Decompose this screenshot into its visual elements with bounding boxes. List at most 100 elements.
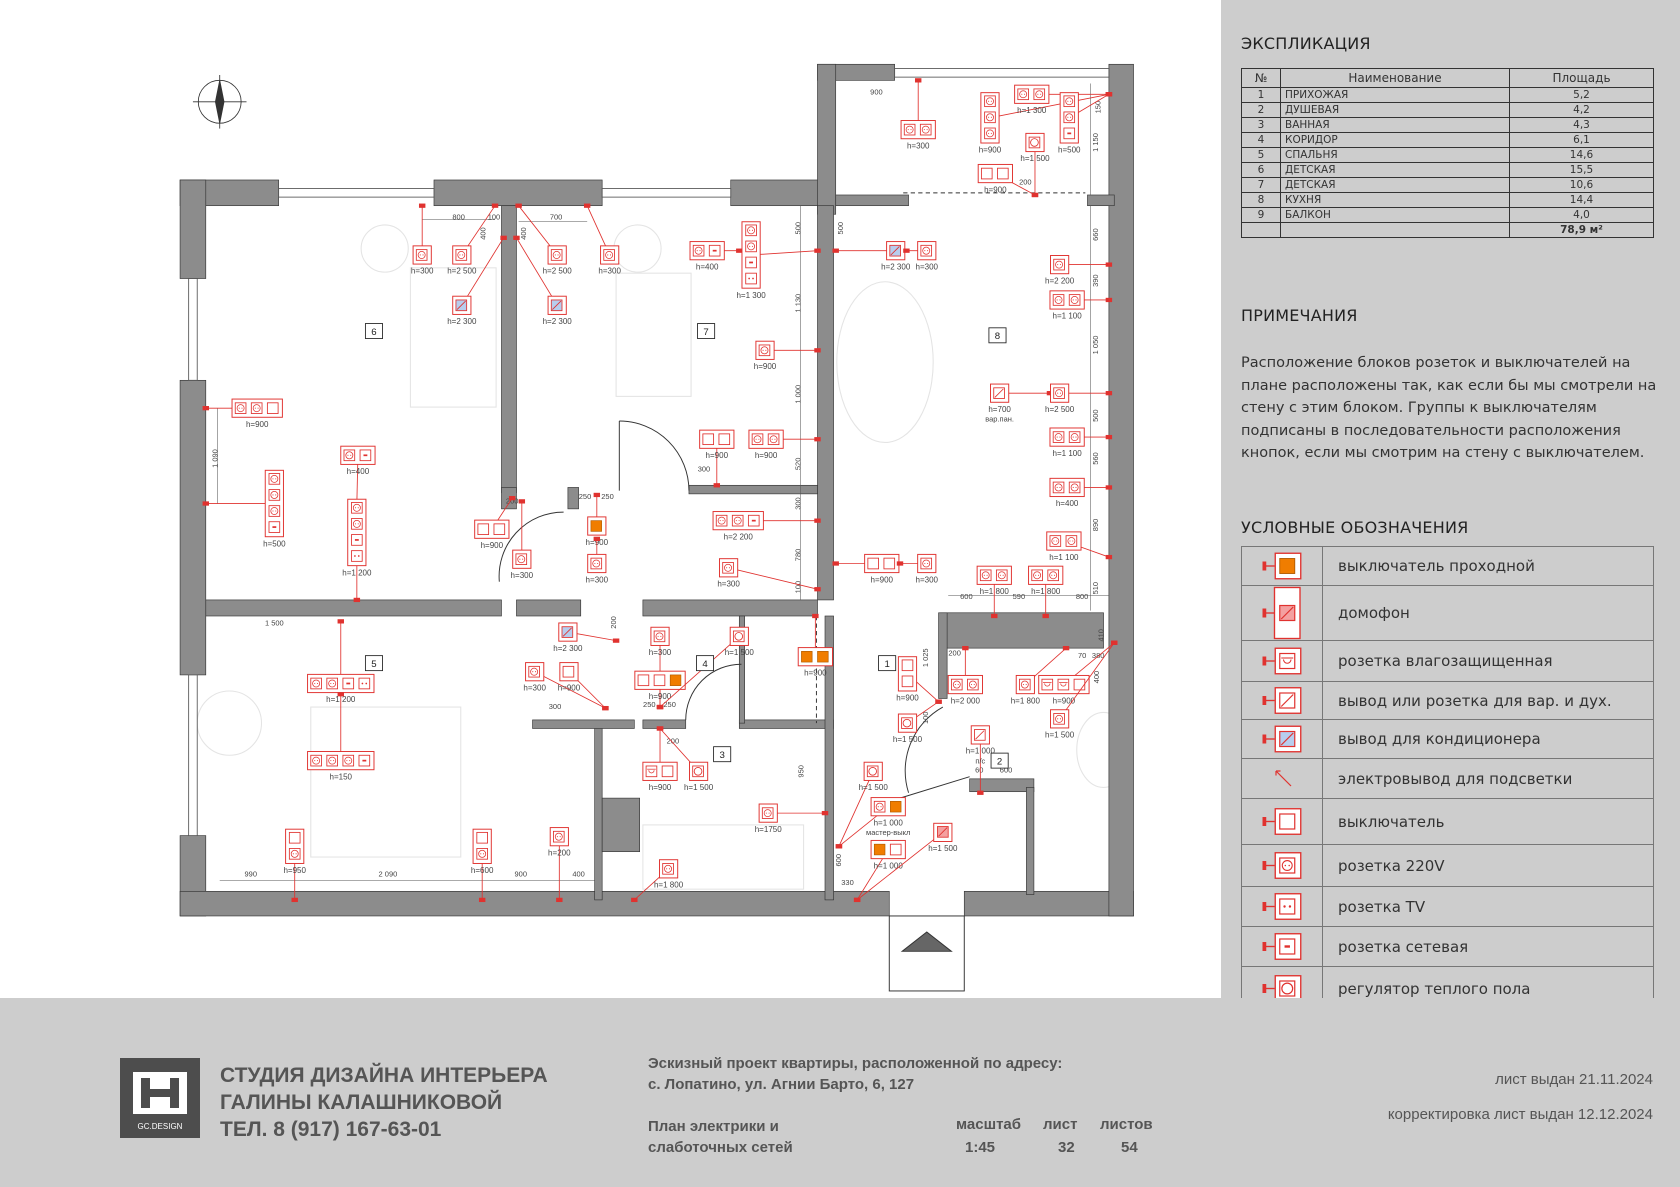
room-number-tag: 8 <box>995 331 1000 342</box>
wall-box-marker <box>814 248 821 253</box>
dimension-label: 300 <box>549 702 562 711</box>
electrical-block: h=300 <box>896 553 939 584</box>
mount-height-label: h=2 500 <box>1045 405 1075 414</box>
dimension-label: 330 <box>841 878 854 887</box>
aircon-outlet-icon <box>1262 725 1302 753</box>
cable-line <box>1059 642 1115 720</box>
mount-height-label: h=1 500 <box>684 783 714 792</box>
dimension-label: 70 <box>1078 651 1086 660</box>
room-area: 4,2 <box>1509 102 1654 118</box>
room-name: ДЕТСКАЯ <box>1280 162 1510 178</box>
windows <box>188 68 1110 837</box>
explication-total-row: 78,9 м² <box>1241 222 1654 238</box>
electrical-block: h=2 500 <box>515 203 572 276</box>
room-name: БАЛКОН <box>1280 207 1510 223</box>
mount-height-label: h=300 <box>411 267 434 276</box>
empty-cell <box>1241 222 1281 238</box>
wall-box-marker <box>832 561 839 566</box>
legend-row: вывод или розетка для вар. и дух. <box>1241 681 1654 719</box>
mount-height-label: h=900 <box>558 683 581 692</box>
dimension-label: 100 <box>793 581 802 594</box>
wall-box-marker <box>353 597 361 603</box>
mount-height-label: h=1 000 <box>874 861 904 870</box>
mount-height-label: h=1 500 <box>1045 731 1075 740</box>
electrical-block: h=1 500 <box>656 726 714 792</box>
electrical-block: h=900 <box>558 662 609 711</box>
mount-height-label: h=900 <box>1053 696 1076 705</box>
wall-box-marker <box>713 483 721 488</box>
room-tag: 8 <box>988 327 1007 344</box>
legend-icon-cell <box>1242 641 1323 681</box>
wall-box-marker <box>812 613 819 619</box>
dimension-label: 780 <box>793 549 802 562</box>
room-area: 14,6 <box>1509 147 1654 163</box>
mount-height-label: h=900 <box>984 185 1007 194</box>
cable-line <box>838 771 874 847</box>
wall-box-marker <box>418 203 426 208</box>
dimension-label: 60 <box>975 765 983 774</box>
wall-box-marker <box>202 501 210 506</box>
mount-height-label: h=1 100 <box>1053 312 1083 321</box>
electrical-block: h=900 <box>642 726 678 792</box>
mount-height-label: h=400 <box>1056 499 1079 508</box>
room-number: 4 <box>1241 132 1281 148</box>
electrical-block: h=300 <box>511 499 534 580</box>
legend-row: выключатель <box>1241 798 1654 844</box>
mount-height-label: h=2 000 <box>951 696 981 705</box>
electrical-block: h=2 300 <box>513 235 573 326</box>
electrical-block: h=1 100 <box>1049 427 1113 458</box>
legend-label: вывод или розетка для вар. и дух. <box>1338 691 1612 710</box>
electrical-block: h=2 300 <box>553 622 620 653</box>
dimension-label: 600 <box>834 854 843 867</box>
device-note: вар.пан. <box>985 415 1014 424</box>
legend-label: регулятор теплого пола <box>1338 979 1531 998</box>
electrical-block: h=300 <box>900 78 936 150</box>
mount-height-label: h=1 100 <box>1049 553 1079 562</box>
wall-box-marker <box>814 437 821 442</box>
electrical-block: h=1 800 <box>976 565 1012 619</box>
studio-info: СТУДИЯ ДИЗАЙНА ИНТЕРЬЕРА ГАЛИНЫ КАЛАШНИК… <box>220 1062 548 1143</box>
dimension-label: 200 <box>948 649 961 658</box>
legend-icon-cell <box>1242 967 1323 1010</box>
dimension-label: 250 <box>579 492 592 501</box>
room-number: 2 <box>1241 102 1281 118</box>
mount-height-label: h=2 300 <box>543 317 573 326</box>
legend-icon-cell <box>1242 759 1323 798</box>
room-area: 4,0 <box>1509 207 1654 223</box>
mount-height-label: h=950 <box>283 866 306 875</box>
mount-height-label: h=1 800 <box>654 881 684 890</box>
mount-height-label: h=300 <box>916 575 939 584</box>
room-area: 15,5 <box>1509 162 1654 178</box>
mount-height-label: h=900 <box>754 362 777 371</box>
wall-box-marker <box>491 203 499 208</box>
legend-icon-cell <box>1242 720 1323 758</box>
dimension-label: 520 <box>793 458 802 471</box>
dimension-label: 150 <box>1093 101 1102 113</box>
mount-height-label: h=1 500 <box>893 735 923 744</box>
mount-height-label: h=900 <box>706 451 729 460</box>
total-area: 78,9 м² <box>1509 222 1654 238</box>
mount-height-label: h=1 000 <box>874 818 904 827</box>
room-number: 3 <box>1241 117 1281 133</box>
electrical-block: h=1 100 <box>1046 531 1113 562</box>
wall-box-marker <box>583 203 591 208</box>
room-name: ДЕТСКАЯ <box>1280 177 1510 193</box>
mount-height-label: h=300 <box>523 683 546 692</box>
dimension-label: 1 500 <box>265 619 284 628</box>
mount-height-label: h=900 <box>246 420 269 429</box>
electrical-block: h=300 <box>583 203 621 276</box>
legend-label: розетка 220V <box>1338 856 1445 875</box>
dimension-label: 100 <box>488 213 500 222</box>
wall-box-marker <box>337 692 344 697</box>
switch-icon <box>1262 808 1302 835</box>
dimension-label: 200 <box>667 736 680 745</box>
mount-height-label: h=1 100 <box>1053 449 1083 458</box>
wall-box-marker <box>1062 645 1070 651</box>
electrical-block: h=900 <box>754 340 821 371</box>
wall-box-marker <box>1105 554 1113 560</box>
room-tag: 3 <box>713 746 732 763</box>
room-name: КУХНЯ <box>1280 192 1510 208</box>
